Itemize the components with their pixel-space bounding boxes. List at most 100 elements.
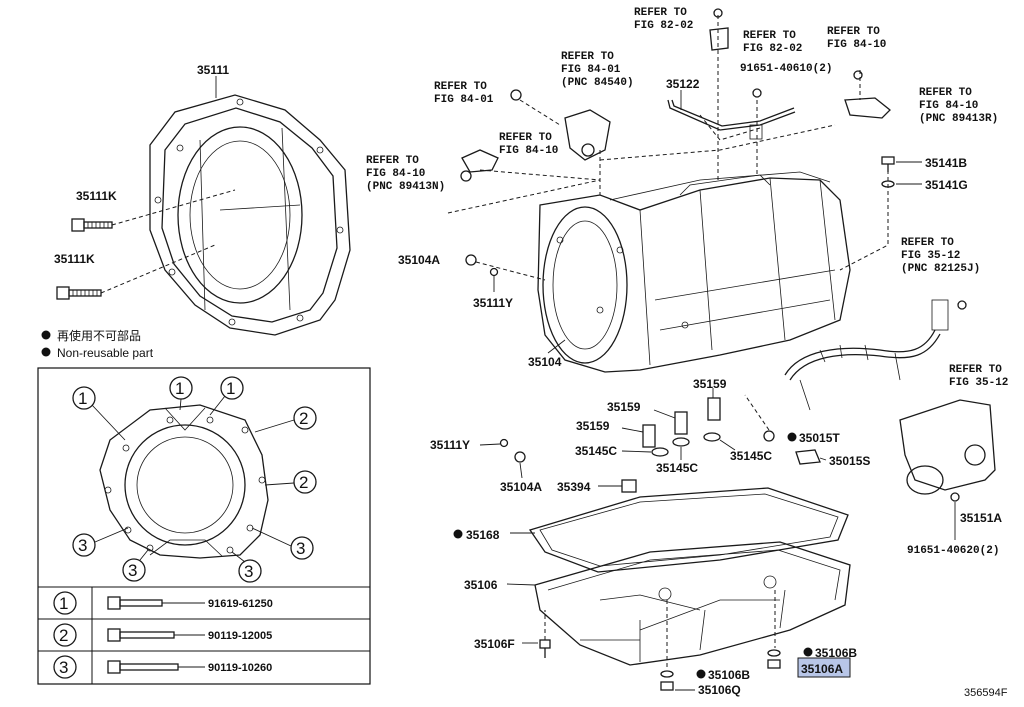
highlighted-part-box[interactable] xyxy=(797,657,851,678)
label-seal-c1: 35145C xyxy=(575,444,617,458)
table-part-2: 90119-12005 xyxy=(208,630,272,642)
svg-text:FIG 84-10: FIG 84-10 xyxy=(827,39,886,51)
plug-35104a-icon xyxy=(514,451,526,463)
legend-en: Non-reusable part xyxy=(57,346,154,360)
label-seal-c3: 35145C xyxy=(730,449,772,463)
sensor-35015s-icon xyxy=(795,449,821,465)
label-pan-gasket: 35168 xyxy=(466,528,500,542)
refer-to-fig-84-10-mid: REFER TO FIG 84-10 xyxy=(499,132,558,157)
svg-text:2: 2 xyxy=(299,473,308,492)
non-reusable-dot-icon xyxy=(41,347,51,357)
svg-text:3: 3 xyxy=(78,536,87,555)
refer-to-fig-82-02-top: REFER TO FIG 82-02 xyxy=(634,7,693,32)
svg-text:2: 2 xyxy=(299,409,308,428)
seal-35145c-icon xyxy=(651,447,669,457)
wire-harness-drawing xyxy=(784,299,967,411)
label-bolt-k-lower: 35111K xyxy=(54,252,95,266)
label-sleeve-3: 35159 xyxy=(576,419,610,433)
svg-text:REFER TO: REFER TO xyxy=(949,364,1002,376)
svg-text:1: 1 xyxy=(78,389,87,408)
label-drain-plug-a[interactable]: 35106A xyxy=(801,662,843,676)
seal-35145c-icon xyxy=(672,437,690,447)
label-bolt-91651-2: 91651-40610(2) xyxy=(740,63,832,75)
svg-text:3: 3 xyxy=(128,561,137,580)
inset-bolt-table: 1 2 3 91619-61250 90119-12005 90119-1026… xyxy=(38,586,370,684)
non-reusable-dot-icon xyxy=(803,647,813,657)
gasket-35106b-icon xyxy=(767,649,781,657)
svg-text:(PNC 82125J): (PNC 82125J) xyxy=(901,263,980,275)
svg-text:FIG 82-02: FIG 82-02 xyxy=(634,20,693,32)
refer-to-fig-84-01-pnc: REFER TO FIG 84-01 (PNC 84540) xyxy=(561,51,634,89)
label-cover: 35151A xyxy=(960,511,1002,525)
non-reusable-dot-icon xyxy=(41,330,51,340)
table-part-1: 91619-61250 xyxy=(208,598,273,610)
cover-35151a-drawing xyxy=(899,399,996,502)
svg-text:FIG 35-12: FIG 35-12 xyxy=(949,377,1008,389)
inset-frame xyxy=(37,367,371,685)
refer-to-fig-35-12-pnc: REFER TO FIG 35-12 (PNC 82125J) xyxy=(901,237,980,275)
speed-sensor-left-icon xyxy=(460,149,499,182)
label-oring-t: 35015T xyxy=(799,431,840,445)
svg-text:FIG 35-12: FIG 35-12 xyxy=(901,250,960,262)
svg-text:3: 3 xyxy=(59,658,68,677)
svg-text:(PNC 89413R): (PNC 89413R) xyxy=(919,113,998,125)
label-gasket-g: 35141G xyxy=(925,178,968,192)
label-magnet: 35394 xyxy=(557,480,591,494)
svg-text:(PNC 89413N): (PNC 89413N) xyxy=(366,181,445,193)
non-reusable-dot-icon xyxy=(453,529,463,539)
svg-text:2: 2 xyxy=(59,626,68,645)
label-pan-bolt-f: 35106F xyxy=(474,637,515,651)
refer-to-fig-82-02-bracket: REFER TO FIG 82-02 xyxy=(743,30,802,55)
solenoid-sensor-icon xyxy=(564,109,611,161)
bolt-ref-icon xyxy=(510,89,522,101)
svg-text:FIG 84-10: FIG 84-10 xyxy=(499,145,558,157)
refer-to-fig-84-01: REFER TO FIG 84-01 xyxy=(434,81,494,106)
refer-to-fig-84-10-pnc-r: REFER TO FIG 84-10 (PNC 89413R) xyxy=(919,87,998,125)
oring-35015t-icon xyxy=(763,430,775,442)
diagram-number: 356594F xyxy=(964,687,1008,699)
svg-text:REFER TO: REFER TO xyxy=(743,30,796,42)
label-sensor-s: 35015S xyxy=(829,454,870,468)
inset-housing-drawing xyxy=(99,404,269,559)
oring-35111y-icon xyxy=(489,267,499,277)
bolt-35111k-lower-icon xyxy=(56,286,102,300)
label-bolt-91651-bottom: 91651-40620(2) xyxy=(907,545,999,557)
bolt-35141b-icon xyxy=(881,156,895,172)
svg-text:REFER TO: REFER TO xyxy=(561,51,614,63)
svg-text:REFER TO: REFER TO xyxy=(499,132,552,144)
svg-text:FIG 84-01: FIG 84-01 xyxy=(561,64,621,76)
non-reusable-dot-icon xyxy=(787,432,797,442)
refer-to-fig-84-10-top-right: REFER TO FIG 84-10 xyxy=(827,26,886,51)
non-reusable-dot-icon xyxy=(696,669,706,679)
oil-pan-drawing xyxy=(534,541,851,666)
label-bolt-b: 35141B xyxy=(925,156,967,170)
bracket-icon xyxy=(709,8,729,51)
gasket-35141g-icon xyxy=(881,180,895,188)
label-drain-q: 35106Q xyxy=(698,683,741,697)
upper-reference-lines xyxy=(447,15,889,271)
pipe-35122-icon xyxy=(667,88,796,140)
speed-sensor-right-icon xyxy=(844,70,891,119)
bolt-35111k-upper-icon xyxy=(71,218,113,232)
svg-text:FIG 84-10: FIG 84-10 xyxy=(366,168,425,180)
svg-text:FIG 82-02: FIG 82-02 xyxy=(743,43,802,55)
svg-text:1: 1 xyxy=(59,594,68,613)
plug-35104a-icon xyxy=(465,254,477,266)
label-drain-b2: 35106B xyxy=(708,668,750,682)
label-bellhousing: 35111 xyxy=(197,63,229,77)
label-sleeve-2: 35159 xyxy=(607,400,641,414)
flange-bolt-icon xyxy=(107,596,205,674)
label-oring-y2: 35111Y xyxy=(430,438,470,452)
magnet-35394-icon xyxy=(621,479,637,493)
inset-callouts: 1 1 1 2 2 3 3 3 3 xyxy=(72,376,317,583)
oring-35111y-icon xyxy=(499,438,509,448)
label-bolt-k-upper: 35111K xyxy=(76,189,117,203)
table-part-3: 90119-10260 xyxy=(208,662,272,674)
svg-text:REFER TO: REFER TO xyxy=(827,26,880,38)
refer-to-fig-35-12: REFER TO FIG 35-12 xyxy=(949,364,1008,389)
label-case: 35104 xyxy=(528,355,562,369)
label-plug-a: 35104A xyxy=(398,253,440,267)
svg-text:1: 1 xyxy=(226,379,235,398)
svg-text:REFER TO: REFER TO xyxy=(434,81,487,93)
